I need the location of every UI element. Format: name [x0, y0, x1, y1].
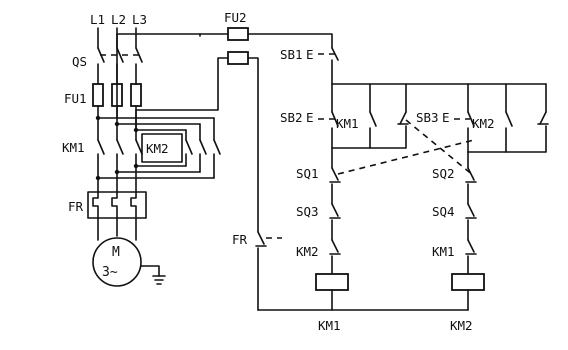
label-sq3: SQ3	[296, 204, 319, 219]
label-e-sb3: E	[442, 110, 450, 125]
label-km2-hold: KM2	[472, 116, 495, 131]
label-sb3: SB3	[416, 110, 439, 125]
label-sb2: SB2	[280, 110, 303, 125]
label-fu1: FU1	[64, 91, 87, 106]
label-km1-main: KM1	[62, 140, 85, 155]
label-e-sb2: E	[306, 110, 314, 125]
motor-label-phase: 3~	[102, 265, 118, 280]
label-km2-interlock: KM2	[296, 244, 319, 259]
label-km1-interlock: KM1	[432, 244, 455, 259]
reversing-branch	[95, 115, 221, 181]
label-km2-main: KM2	[146, 141, 169, 156]
label-coil-km1: KM1	[318, 318, 341, 333]
label-sq1: SQ1	[296, 166, 319, 181]
label-sb1: SB1	[280, 47, 303, 62]
label-l1: L1	[90, 12, 105, 27]
motor: M 3~	[92, 237, 166, 287]
control-circuit: FU2 SB1 E SB2 E KM1 SB3	[116, 10, 549, 333]
thermal-relay	[87, 191, 147, 241]
label-fu2: FU2	[224, 10, 247, 25]
label-l2: L2	[111, 12, 126, 27]
label-sq2: SQ2	[432, 166, 455, 181]
motor-label-m: M	[112, 245, 120, 260]
label-km1-hold: KM1	[336, 116, 359, 131]
label-fr-main: FR	[68, 199, 84, 214]
label-qs: QS	[72, 54, 87, 69]
label-l3: L3	[132, 12, 147, 27]
label-fr-ctrl: FR	[232, 232, 248, 247]
label-e-sb1: E	[306, 47, 314, 62]
label-coil-km2: KM2	[450, 318, 473, 333]
label-sq4: SQ4	[432, 204, 455, 219]
